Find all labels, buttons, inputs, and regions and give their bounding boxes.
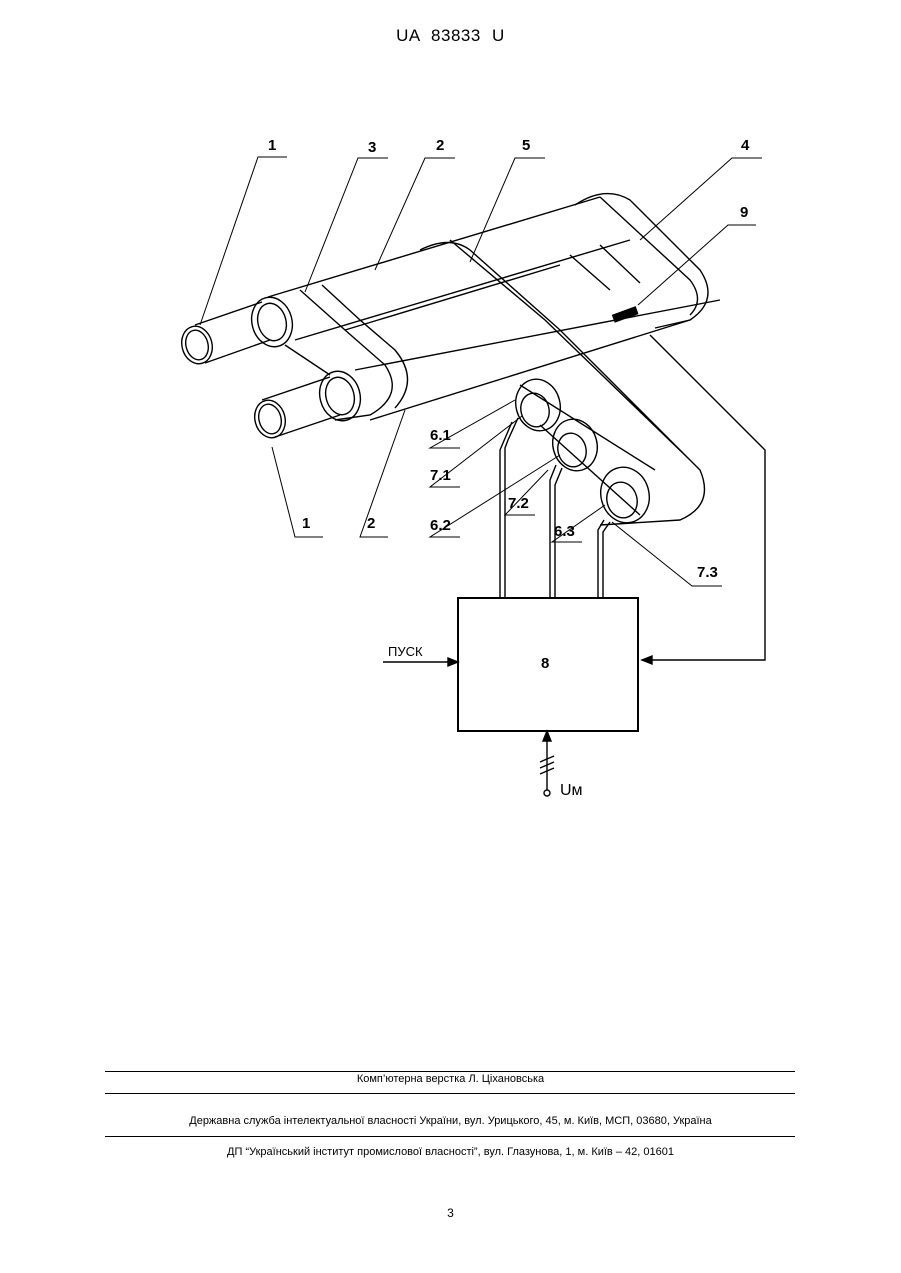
label-4: 4 (741, 137, 750, 154)
insulated-pipes (268, 197, 720, 420)
label-1-top: 1 (268, 137, 276, 154)
sensor-9 (613, 307, 638, 322)
label-start: ПУСК (388, 644, 423, 659)
footer-agency: Державна служба інтелектуальної власност… (0, 1115, 901, 1127)
label-6-2: 6.2 (430, 517, 451, 534)
label-6-3: 6.3 (554, 523, 575, 540)
footer-institute: ДП “Український інститут промислової вла… (0, 1146, 901, 1158)
label-9: 9 (740, 204, 748, 221)
patent-drawing: 1 3 2 5 4 9 1 2 6.1 7.1 6.2 7.2 6.3 7.3 … (0, 0, 901, 900)
signal-wires (500, 335, 765, 664)
label-7-1: 7.1 (430, 467, 451, 484)
footer-divider (105, 1071, 795, 1072)
footer-layout-credit: Комп’ютерна верстка Л. Ціхановська (0, 1073, 901, 1085)
page-number: 3 (0, 1206, 901, 1220)
label-5: 5 (522, 137, 530, 154)
leader-lines (200, 157, 762, 586)
label-3: 3 (368, 139, 376, 156)
label-6-1: 6.1 (430, 427, 451, 444)
sensor-rings (510, 374, 655, 528)
label-1-bottom: 1 (302, 515, 310, 532)
label-7-2: 7.2 (508, 495, 529, 512)
label-8: 8 (541, 655, 549, 672)
band-5 (420, 240, 705, 525)
label-2-top: 2 (436, 137, 444, 154)
footer-divider (105, 1136, 795, 1137)
label-voltage: Uм (560, 782, 583, 799)
label-2-bottom: 2 (367, 515, 375, 532)
label-7-3: 7.3 (697, 564, 718, 581)
footer-divider (105, 1093, 795, 1094)
